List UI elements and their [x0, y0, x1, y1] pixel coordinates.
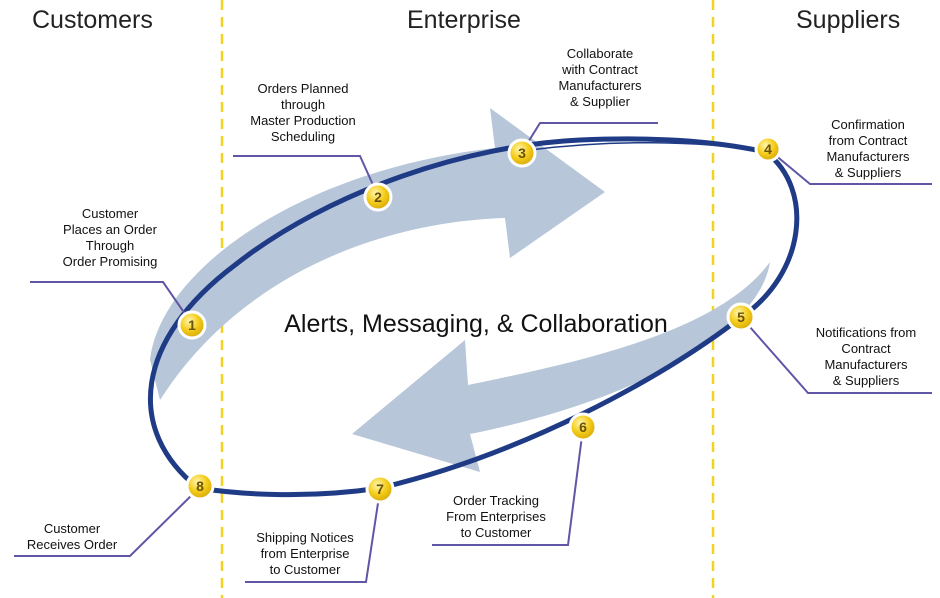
- step-label-6-line-3: to Customer: [460, 525, 532, 540]
- step-label-3-line-2: with Contract: [562, 62, 638, 77]
- step-label-1-line-3: Through: [85, 238, 135, 253]
- upper-cycle-arrow: [150, 108, 605, 400]
- step-label-7-line-2: from Enterprise: [260, 546, 350, 561]
- step-badges: [177, 135, 782, 504]
- step-label-6-line-1: Order Tracking: [453, 493, 539, 508]
- step-badge-7: [365, 474, 395, 504]
- step-label-3-line-3: Manufacturers: [558, 78, 642, 93]
- leader-lines: [14, 122, 932, 583]
- leader-line-8: [14, 486, 201, 557]
- column-title-customers: Customers: [32, 6, 153, 34]
- step-label-4: Confirmation from Contract Manufacturers…: [826, 117, 909, 181]
- step-label-1-line-1: Customer: [81, 206, 139, 221]
- step-badge-1: [177, 310, 207, 340]
- step-number-1: 1: [188, 317, 196, 333]
- leader-line-5: [741, 317, 932, 394]
- leader-line-2: [233, 155, 379, 197]
- step-label-8-line-1: Customer: [43, 521, 101, 536]
- center-title: Alerts, Messaging, & Collaboration: [284, 310, 668, 338]
- step-number-3: 3: [518, 145, 526, 161]
- step-number-4: 4: [764, 141, 772, 157]
- step-badge-2: [363, 182, 393, 212]
- leader-line-1: [30, 281, 193, 325]
- step-label-4-line-2: from Contract: [828, 133, 908, 148]
- step-label-8: Customer Receives Order: [27, 521, 117, 553]
- step-label-1-line-4: Order Promising: [62, 254, 158, 269]
- step-number-2: 2: [374, 189, 382, 205]
- step-label-3: Collaborate with Contract Manufacturers …: [558, 46, 641, 110]
- leader-line-6: [432, 427, 584, 546]
- step-number-5: 5: [737, 309, 745, 325]
- step-label-1-line-2: Places an Order: [63, 222, 157, 237]
- step-label-2-line-3: Master Production: [250, 113, 356, 128]
- step-badge-6: [568, 412, 598, 442]
- step-number-7: 7: [376, 481, 384, 497]
- step-number-6: 6: [579, 419, 587, 435]
- column-title-enterprise: Enterprise: [407, 6, 521, 34]
- step-label-7-line-3: to Customer: [269, 562, 341, 577]
- step-label-4-line-4: & Suppliers: [834, 165, 902, 180]
- step-badge-4: [754, 135, 782, 163]
- step-label-4-line-1: Confirmation: [831, 117, 905, 132]
- step-badge-5: [726, 302, 756, 332]
- step-label-5-line-1: Notifications from: [815, 325, 917, 340]
- step-label-5-line-2: Contract: [841, 341, 891, 356]
- leader-line-7: [245, 489, 381, 583]
- step-label-1: Customer Places an Order Through Order P…: [63, 206, 158, 270]
- step-label-2-line-1: Orders Planned: [257, 81, 349, 96]
- step-label-5-line-3: Manufacturers: [824, 357, 908, 372]
- step-label-7: Shipping Notices from Enterprise to Cust…: [256, 530, 354, 578]
- step-label-6-line-2: From Enterprises: [446, 509, 546, 524]
- step-label-4-line-3: Manufacturers: [826, 149, 910, 164]
- step-label-2-line-4: Scheduling: [270, 129, 336, 144]
- step-label-3-line-4: & Supplier: [570, 94, 630, 109]
- step-badge-8: [185, 471, 215, 501]
- step-label-6: Order Tracking From Enterprises to Custo…: [446, 493, 546, 541]
- step-label-8-line-2: Receives Order: [26, 537, 118, 552]
- step-label-3-line-1: Collaborate: [566, 46, 634, 61]
- lower-cycle-arrow: [352, 262, 770, 472]
- step-badge-3: [507, 138, 537, 168]
- step-label-5-line-4: & Suppliers: [832, 373, 900, 388]
- step-label-7-line-1: Shipping Notices: [256, 530, 354, 545]
- leader-line-4: [767, 148, 932, 185]
- column-title-suppliers: Suppliers: [796, 6, 901, 34]
- step-label-5: Notifications from Contract Manufacturer…: [816, 325, 916, 389]
- step-number-8: 8: [196, 478, 204, 494]
- step-label-2: Orders Planned through Master Production…: [250, 81, 356, 145]
- step-label-2-line-2: through: [280, 97, 326, 112]
